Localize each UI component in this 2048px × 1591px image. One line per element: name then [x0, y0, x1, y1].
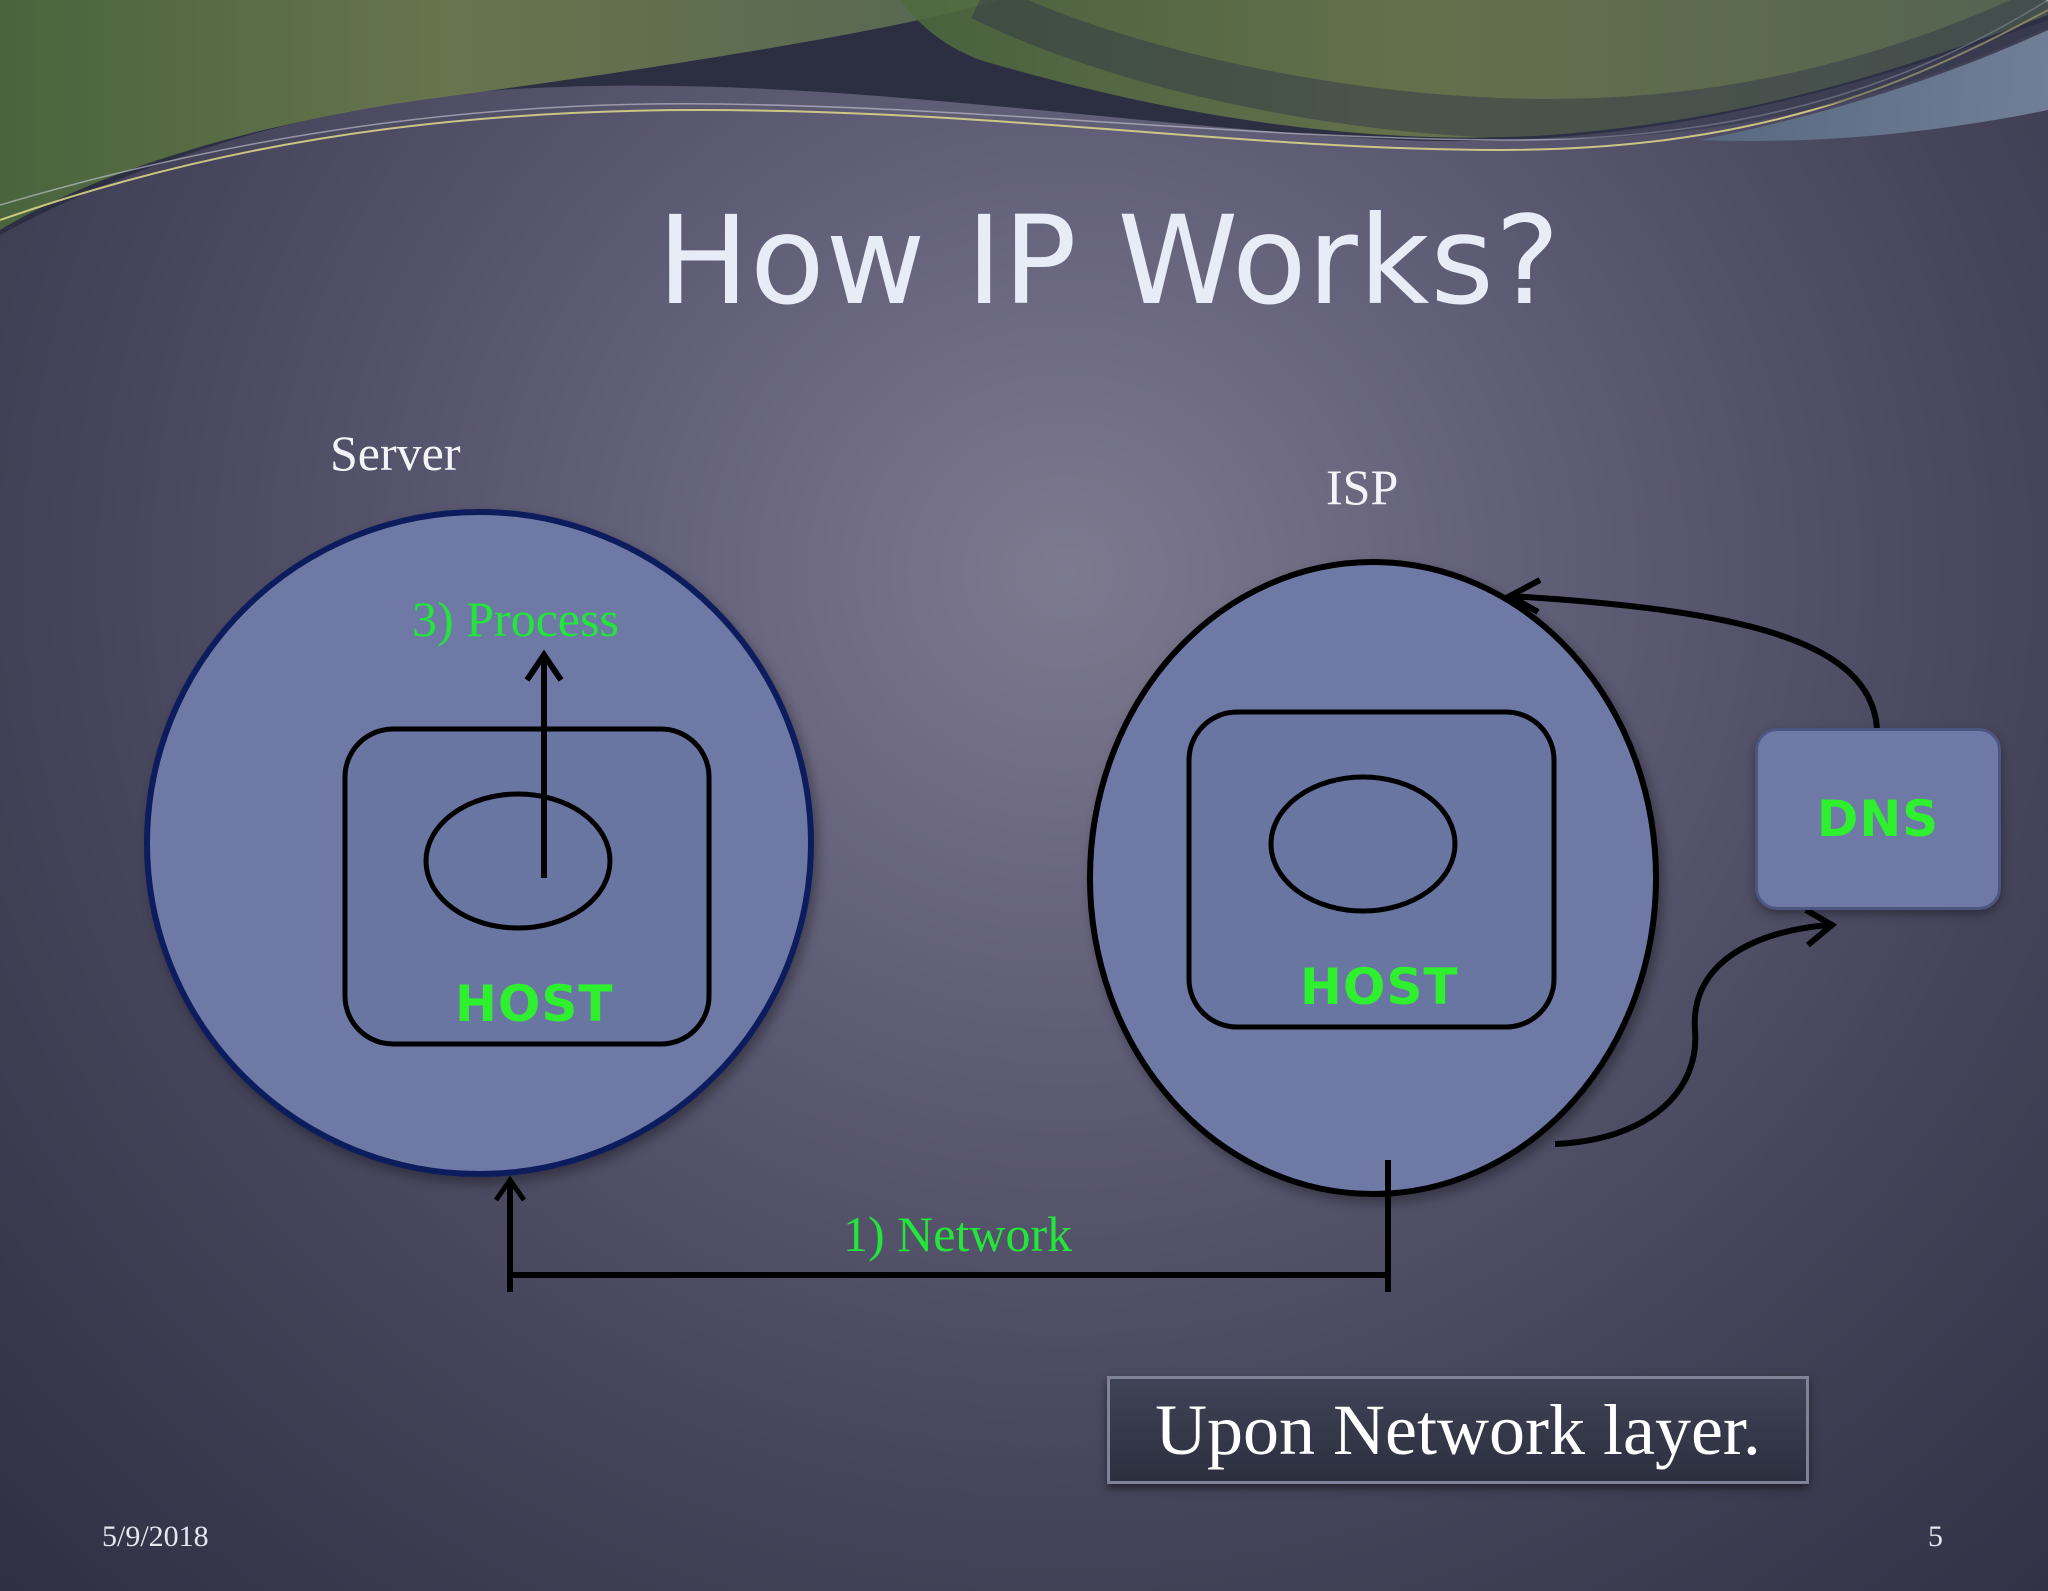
header-wave-decoration	[0, 0, 2048, 235]
server-label: Server	[330, 425, 461, 481]
server-host-box	[342, 726, 712, 1047]
dns-label: DNS	[1816, 790, 1940, 848]
isp-host-label: HOST	[1300, 958, 1459, 1016]
dns-to-isp-arrow	[1509, 593, 1880, 729]
isp-host-box	[1186, 709, 1557, 1030]
dns-box: DNS	[1755, 728, 2001, 910]
network-arrowhead	[493, 1175, 527, 1202]
callout-text: Upon Network layer.	[1155, 1389, 1761, 1470]
network-label: 1) Network	[843, 1206, 1073, 1262]
server-host-label: HOST	[455, 975, 614, 1033]
process-label: 3) Process	[412, 591, 619, 647]
isp-to-dns-arrowhead	[1804, 907, 1838, 948]
server-inner-oval	[423, 791, 613, 931]
slide-title: How IP Works?	[657, 190, 1561, 332]
slide-date: 5/9/2018	[102, 1520, 209, 1553]
isp-to-dns-arrow	[1554, 922, 1831, 1147]
dns-to-isp-arrowhead	[1503, 577, 1542, 615]
isp-label: ISP	[1326, 459, 1399, 515]
process-arrow-head	[524, 649, 564, 682]
isp-inner-oval	[1268, 774, 1458, 914]
slide-number: 5	[1928, 1520, 1943, 1553]
network-layer-callout: Upon Network layer.	[1107, 1376, 1809, 1484]
